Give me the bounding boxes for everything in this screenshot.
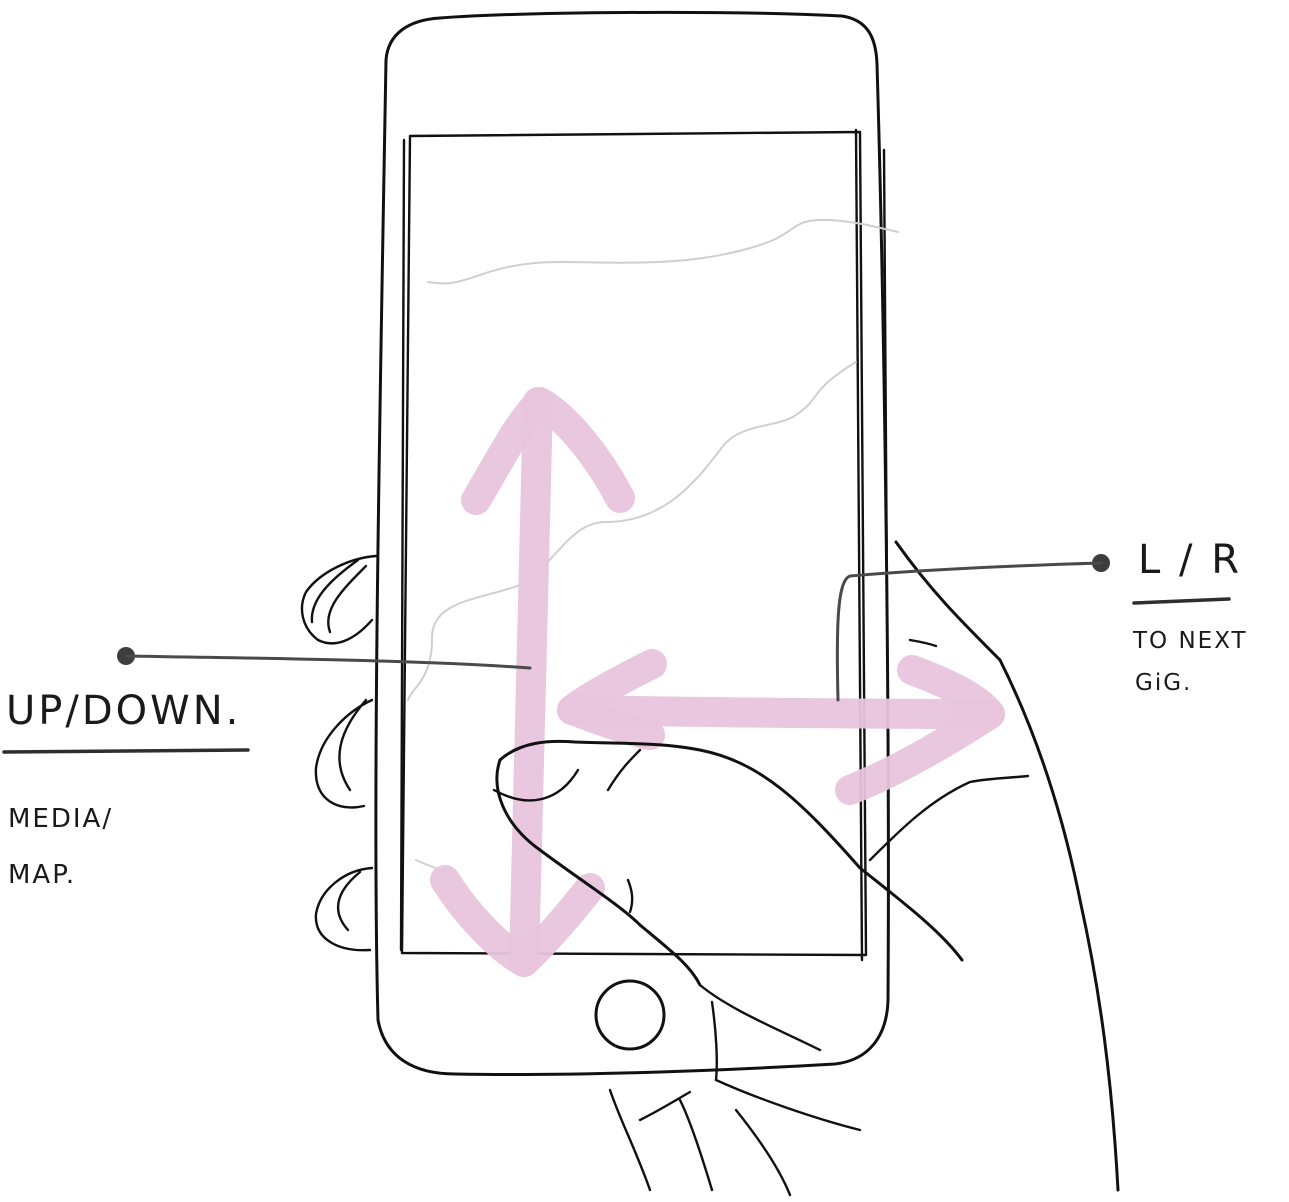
vertical-annotation-leader (124, 654, 532, 670)
phone-screen (400, 130, 868, 957)
horizontal-title-underline (1132, 597, 1231, 605)
vertical-title-underline (2, 748, 250, 754)
horizontal-annotation-leader (835, 561, 1103, 702)
horizontal-swipe-arrow (557, 695, 1005, 729)
vertical-gesture-description-line1: MEDIA/ (8, 804, 114, 834)
horizontal-gesture-description-line1: TO NEXT (1133, 628, 1248, 654)
horizontal-gesture-title: L / R (1138, 537, 1242, 583)
vertical-swipe-arrow (509, 387, 553, 977)
hand-left-fingers (300, 554, 378, 645)
vertical-gesture-description-line2: MAP. (8, 860, 77, 890)
phone-body (374, 10, 890, 1077)
vertical-gesture-title: UP/DOWN. (6, 688, 242, 734)
horizontal-gesture-description-line2: GiG. (1135, 670, 1193, 696)
hand-thumb (495, 758, 702, 987)
home-button (594, 979, 666, 1051)
